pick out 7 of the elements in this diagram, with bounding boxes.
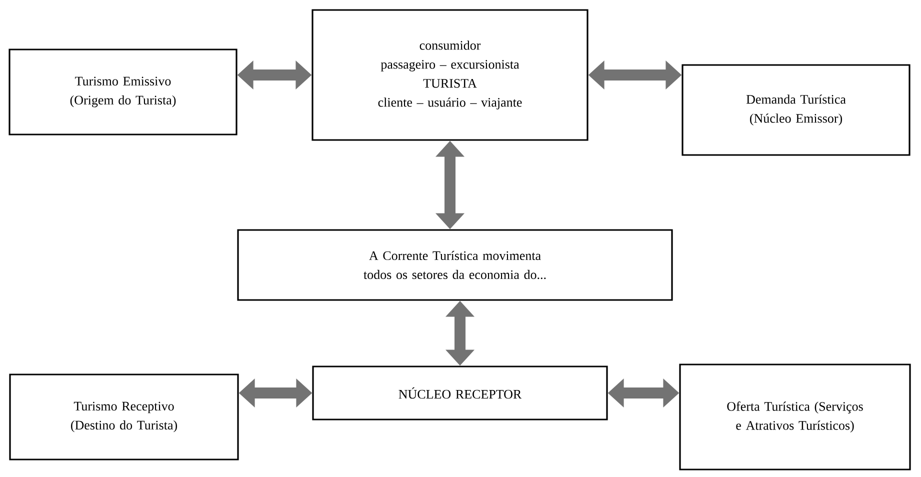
text-box: Oferta Turística (Serviços e Atrativos Turísticos) [679,364,911,470]
text-box: A Corrente Turística movimenta todos os setores da economia do... [237,229,673,301]
text-box: consumidor passageiro – excursionista TURISTA cliente – usuário – viajante [312,9,588,141]
text-box: Turismo Receptivo (Destino do Turista) [9,374,239,460]
text-box: Demanda Turística (Núcleo Emissor) [682,64,910,156]
text-box: Turismo Emissivo (Origem do Turista) [8,48,238,136]
text-box: NÚCLEO RECEPTOR [312,366,608,420]
